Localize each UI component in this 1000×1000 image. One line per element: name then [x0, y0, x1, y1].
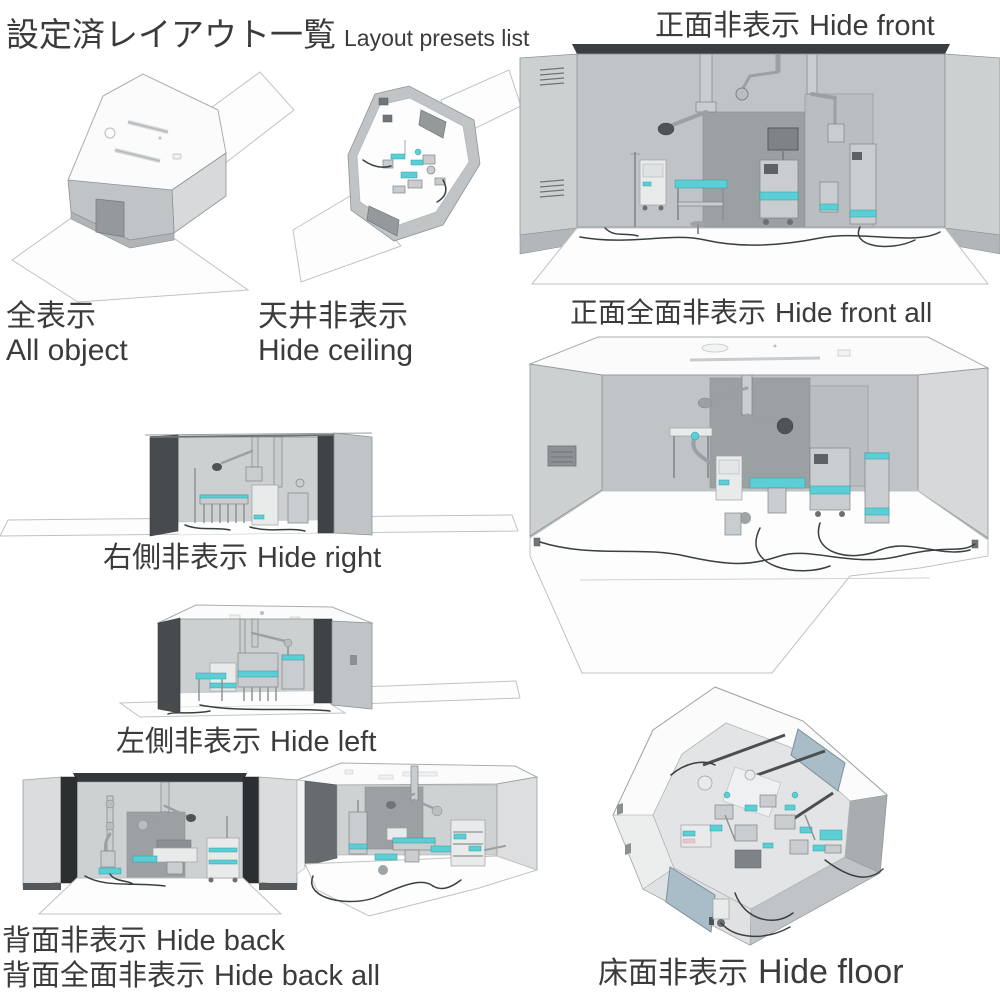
equipment-cluster	[630, 127, 877, 234]
preset-label-all-object: 全表示 All object	[6, 300, 128, 368]
floor-cables	[539, 522, 976, 572]
wall-vent-grilles	[539, 67, 565, 198]
preset-image-hide-front	[519, 44, 1000, 285]
label-en: Hide floor	[758, 953, 904, 991]
ceiling-pendants	[697, 374, 794, 435]
ceiling-slab	[528, 336, 990, 376]
label-ja: 背面非表示	[2, 925, 148, 957]
ceiling-pendants	[657, 53, 845, 143]
preset-image-hide-right	[0, 432, 519, 537]
equipment-cluster	[184, 436, 309, 532]
roof-vents	[104, 120, 182, 163]
label-en: Hide back	[156, 925, 285, 957]
page-title: 設定済レイアウト一覧 Layout presets list	[6, 8, 529, 56]
room-shell-bottom-view	[612, 686, 888, 946]
label-en: Hide front	[809, 10, 935, 42]
label-ja: 右側非表示	[103, 542, 249, 574]
preset-label-hide-front-all: 正面全面非表示 Hide front all	[570, 291, 932, 331]
preset-image-hide-floor	[612, 686, 888, 946]
closed-room-box	[67, 73, 227, 249]
equipment-cluster	[84, 781, 240, 887]
preset-label-hide-ceiling: 天井非表示 Hide ceiling	[258, 300, 413, 368]
page-title-ja: 設定済レイアウト一覧	[6, 16, 336, 53]
preset-label-hide-floor: 床面非表示 Hide floor	[598, 948, 904, 992]
label-ja: 正面非表示	[655, 10, 801, 42]
label-en: Hide back all	[214, 960, 381, 992]
room-shell	[156, 604, 374, 714]
equipment-cluster	[362, 140, 447, 203]
floor-cables	[579, 226, 941, 248]
page-title-en: Layout presets list	[344, 25, 530, 51]
label-en: Hide right	[257, 542, 382, 574]
cables	[670, 761, 884, 938]
label-en: All object	[6, 334, 128, 367]
preset-image-hide-ceiling	[292, 69, 522, 283]
label-ja: 全表示	[6, 300, 96, 333]
preset-image-hide-back	[22, 773, 298, 915]
label-ja: 床面非表示	[598, 957, 748, 990]
preset-image-hide-back-all	[296, 762, 539, 917]
preset-image-hide-left	[118, 604, 521, 718]
equipment-cluster	[669, 427, 890, 536]
label-ja: 正面全面非表示	[570, 297, 767, 328]
label-ja: 左側非表示	[116, 726, 262, 758]
label-en: Hide left	[270, 726, 377, 758]
label-ja: 天井非表示	[258, 300, 408, 333]
room-shell	[22, 773, 298, 915]
label-en: Hide ceiling	[258, 334, 414, 367]
preset-image-hide-front-all	[528, 336, 990, 674]
equipment-cluster	[167, 618, 331, 715]
preset-image-all-object	[11, 71, 295, 303]
room-shell	[529, 363, 989, 674]
equipment-cluster	[310, 765, 506, 903]
label-en: Hide front all	[775, 297, 933, 328]
label-ja: 背面全面非表示	[2, 960, 206, 992]
